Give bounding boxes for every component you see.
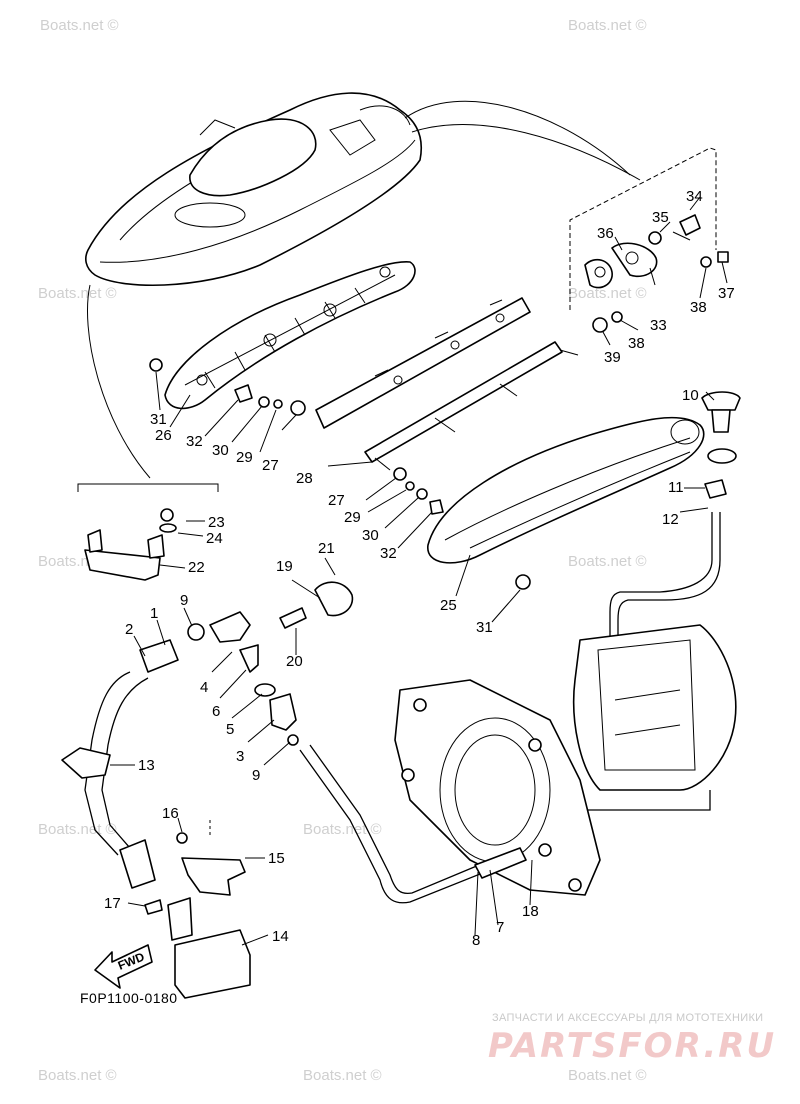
support-bracket <box>84 508 177 581</box>
callout-label: 21 <box>318 540 335 557</box>
callout-label: 38 <box>690 299 707 316</box>
callout-label: 18 <box>522 903 539 920</box>
callout-label: 31 <box>150 411 167 428</box>
callout-label: 14 <box>272 928 289 945</box>
callout-label: 34 <box>686 188 703 205</box>
cooling-pipe <box>299 749 521 904</box>
callout-label: 32 <box>186 433 203 450</box>
callout-label: 5 <box>226 721 234 738</box>
callout-label: 22 <box>188 559 205 576</box>
callout-label: 27 <box>328 492 345 509</box>
callout-label: 12 <box>662 511 679 528</box>
callout-label: 17 <box>104 895 121 912</box>
fitting-set <box>187 611 299 746</box>
watermark: Boats.net © <box>303 821 382 838</box>
watermark: Boats.net © <box>568 553 647 570</box>
leader-lines <box>110 196 728 946</box>
callout-label: 27 <box>262 457 279 474</box>
callout-label: 30 <box>212 442 229 459</box>
drain-plug-assembly <box>584 214 729 333</box>
callout-label: 1 <box>150 605 158 622</box>
callout-label: 9 <box>180 592 188 609</box>
callout-label: 9 <box>252 767 260 784</box>
callout-label: 3 <box>236 748 244 765</box>
watercraft-illustration <box>85 92 422 287</box>
watermark-group: Boats.net © Boats.net © Boats.net © Boat… <box>38 17 647 1084</box>
hose-clamp <box>61 747 111 779</box>
callout-label: 24 <box>206 530 223 547</box>
watermark: Boats.net © <box>38 1067 117 1084</box>
guide-line <box>411 124 641 181</box>
guide-line <box>87 284 151 479</box>
callout-label: 11 <box>668 479 684 496</box>
callout-label: 6 <box>212 703 220 720</box>
intake-duct-lower <box>427 416 705 564</box>
callout-label: 10 <box>682 387 699 404</box>
watermark: Boats.net © <box>568 1067 647 1084</box>
callout-label: 32 <box>380 545 397 562</box>
callout-label: 2 <box>125 621 133 638</box>
pipe-fitting <box>474 847 527 879</box>
guide-line <box>404 100 631 176</box>
callout-label: 39 <box>604 349 621 366</box>
forward-arrow-icon: FWD <box>94 944 153 989</box>
callout-label: 29 <box>344 509 361 526</box>
group-bracket <box>77 483 219 492</box>
callout-label: 26 <box>155 427 172 444</box>
fastener-set-upper <box>149 358 306 416</box>
callout-label: 7 <box>496 919 504 936</box>
callout-label: 4 <box>200 679 208 696</box>
callout-label: 8 <box>472 932 480 949</box>
watermark: Boats.net © <box>568 17 647 34</box>
callout-label: 13 <box>138 757 155 774</box>
watermark: Boats.net © <box>38 285 117 302</box>
intake-duct-upper <box>164 261 416 410</box>
callout-label: 25 <box>440 597 457 614</box>
callout-label: 35 <box>652 209 669 226</box>
callout-label: 30 <box>362 527 379 544</box>
watermark: Boats.net © <box>303 1067 382 1084</box>
callout-label: 19 <box>276 558 293 575</box>
callout-label: 20 <box>286 653 303 670</box>
fastener-set-lower <box>393 467 531 590</box>
callout-label: 31 <box>476 619 493 636</box>
callout-label: 16 <box>162 805 179 822</box>
callout-label: 15 <box>268 850 285 867</box>
jet-pump-housing <box>559 624 737 811</box>
watermark: Boats.net © <box>568 285 647 302</box>
hose <box>617 512 721 640</box>
callout-label: 29 <box>236 449 253 466</box>
cooling-pipe <box>309 744 516 895</box>
hose <box>609 512 713 640</box>
callout-label: 28 <box>296 470 313 487</box>
diagram-code: F0P1100-0180 <box>80 990 178 1006</box>
callout-label: 33 <box>650 317 667 334</box>
callout-label: 36 <box>597 225 614 242</box>
watermark: Boats.net © <box>40 17 119 34</box>
mounting-plate <box>315 297 579 471</box>
valve-assembly <box>279 581 354 629</box>
plug-and-cap <box>701 391 741 499</box>
drain-hose <box>84 639 179 889</box>
callout-label: 23 <box>208 514 225 531</box>
callout-label: 38 <box>628 335 645 352</box>
water-box <box>144 832 251 999</box>
callout-label: 37 <box>718 285 735 302</box>
callout-labels: 1 2 3 4 5 6 7 8 9 9 10 11 12 13 14 15 16… <box>104 188 735 949</box>
logo-tagline: ЗАПЧАСТИ И АКСЕССУАРЫ ДЛЯ МОТОТЕХНИКИ <box>492 1012 764 1024</box>
partsfor-logo: PARTSFOR.RU <box>488 1026 777 1066</box>
group-bracket <box>569 147 717 310</box>
watermark: Boats.net © <box>38 821 117 838</box>
